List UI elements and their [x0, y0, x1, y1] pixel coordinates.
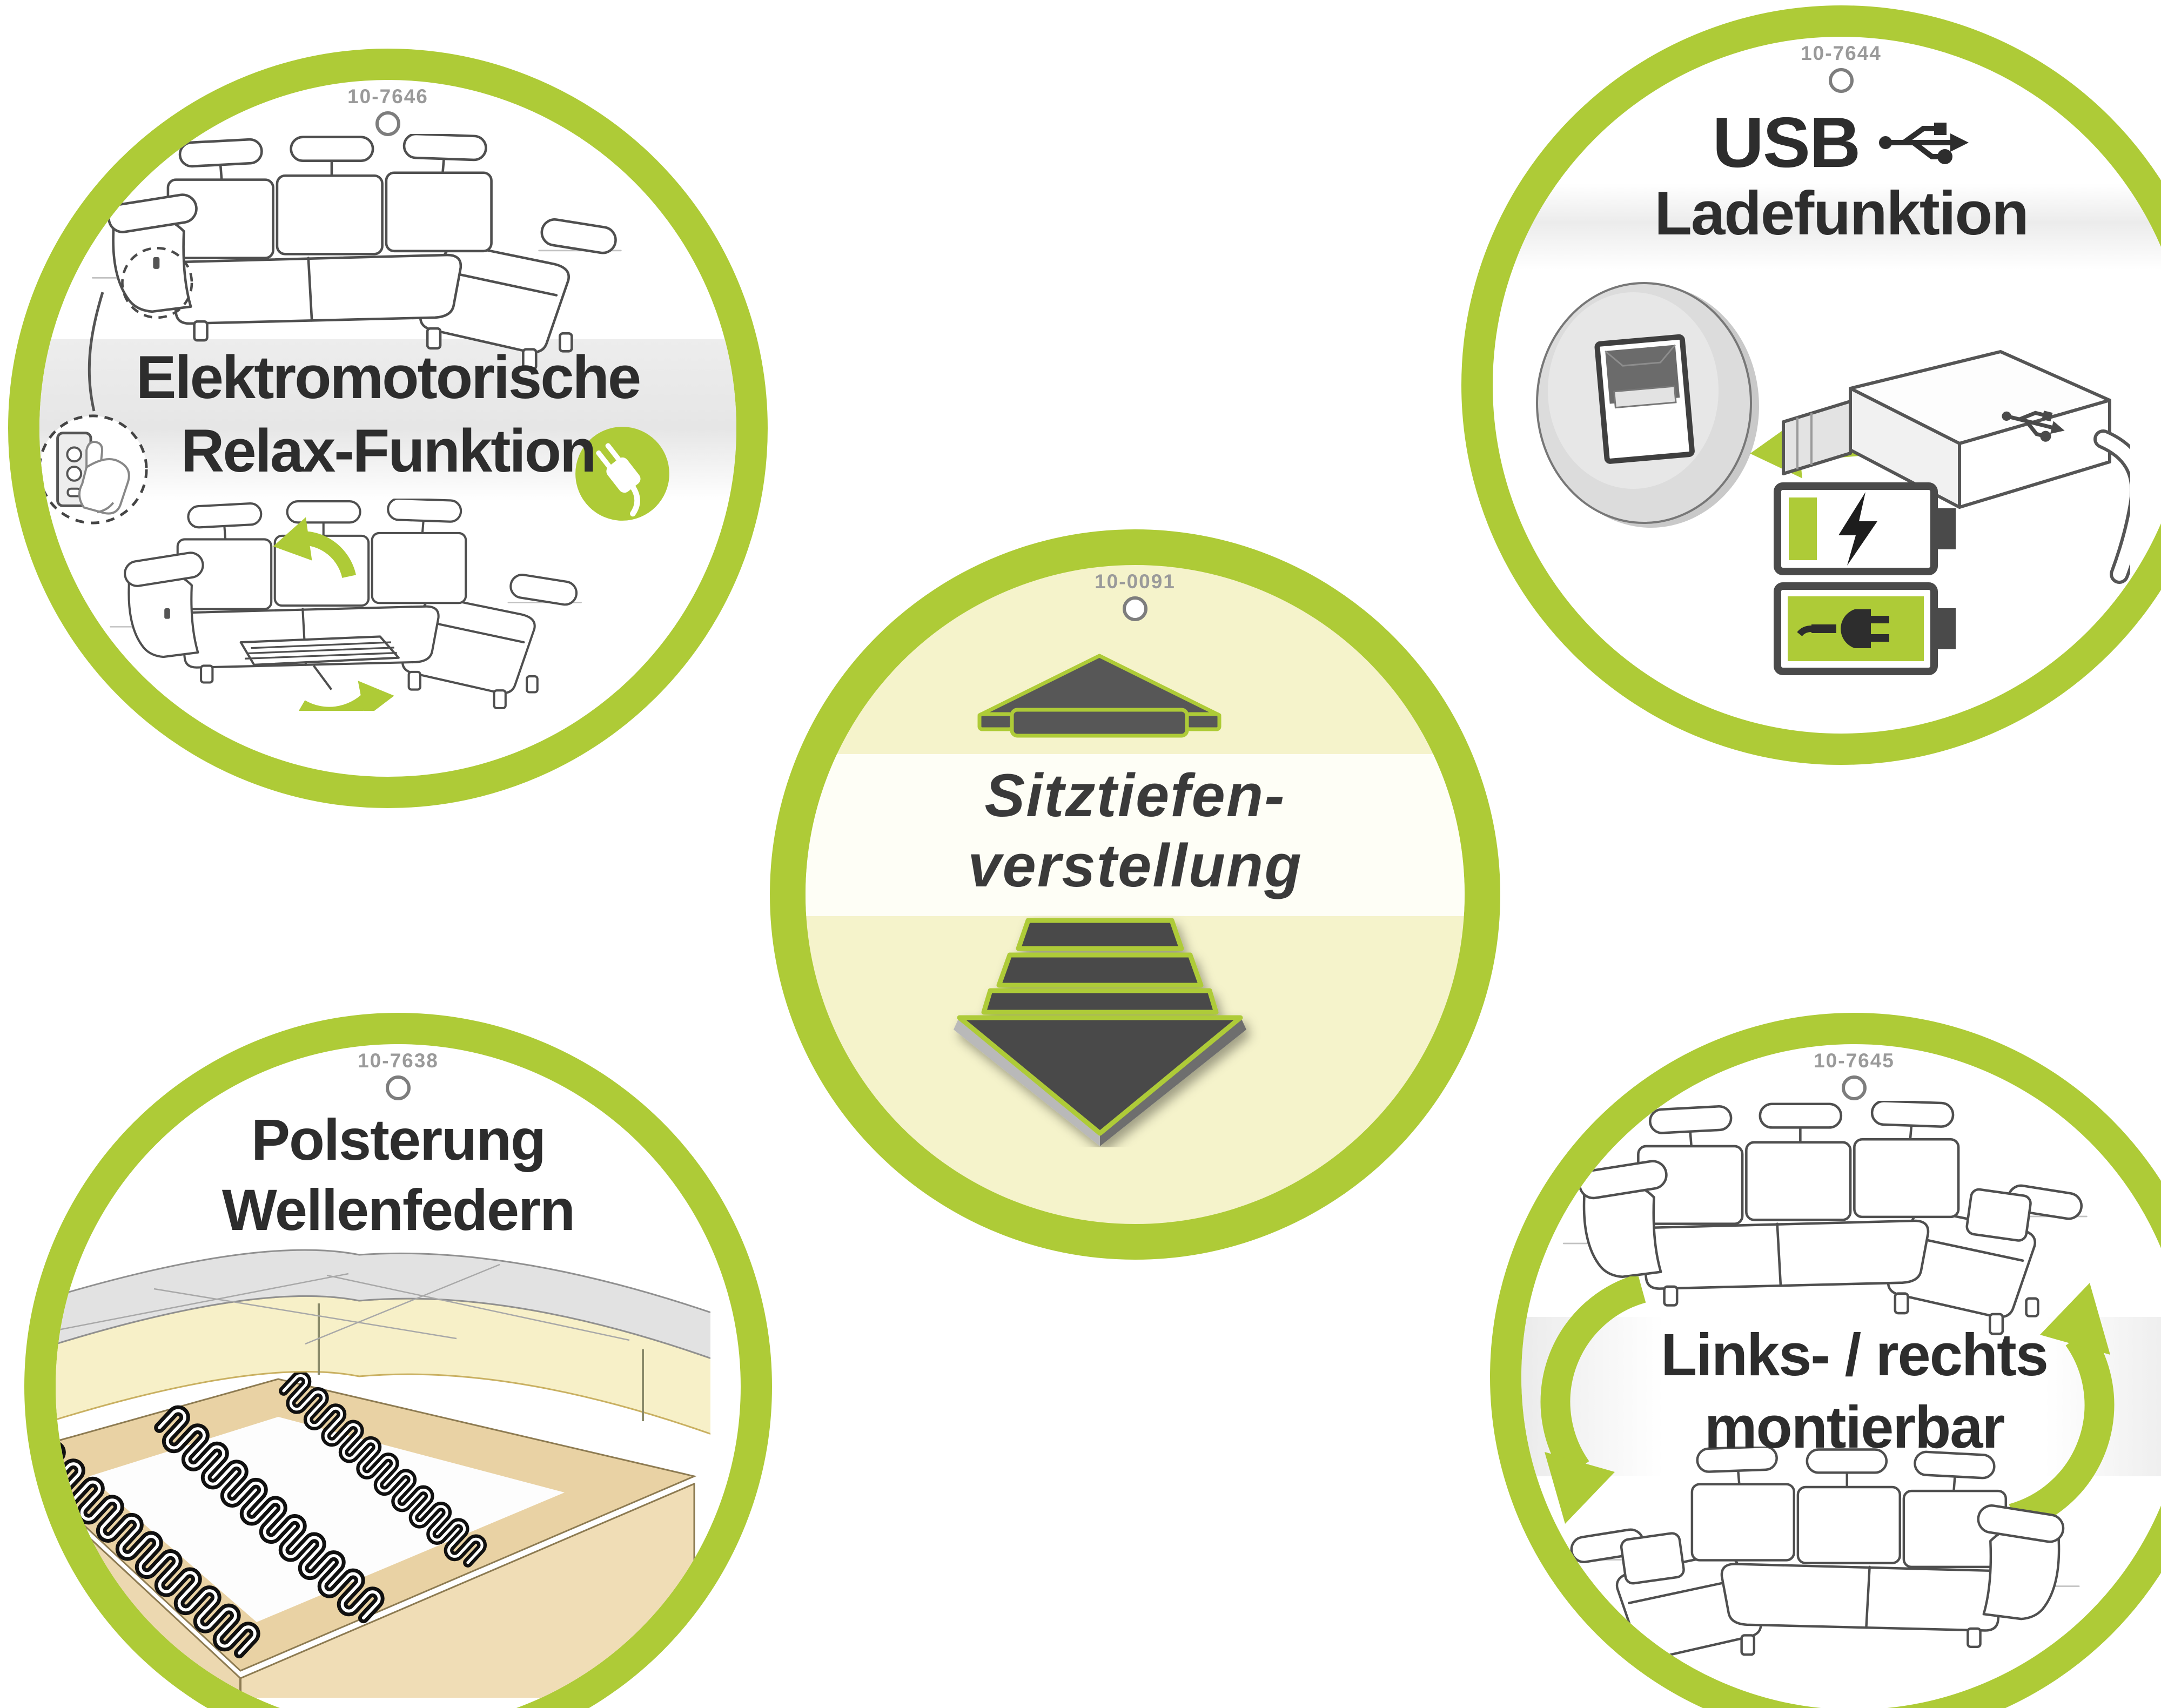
- badge-title-line1: Polsterung: [251, 1107, 546, 1172]
- badge-wave-springs: 10-7638 Polsterung Wellenfedern: [24, 1013, 772, 1708]
- sofa-recline-illustration: [102, 499, 588, 711]
- badge-title-line2: verstellung: [968, 832, 1303, 899]
- usb-trident-icon: [1878, 116, 1970, 170]
- title-band: [806, 754, 1465, 916]
- punch-hole: [375, 111, 400, 136]
- badge-title-line1: Elektromotorische: [136, 344, 641, 411]
- battery-charging-icon: [1774, 482, 1956, 575]
- badge-title-line1: USB: [1712, 103, 1861, 182]
- remote-control-icon: [39, 414, 148, 524]
- badge-id-label: 10-0091: [1095, 570, 1176, 593]
- usb-socket-illustration: [1536, 282, 1759, 528]
- punch-hole: [386, 1075, 411, 1100]
- recline-arrow-up-icon: [273, 517, 356, 579]
- badge-title-line1: Sitztiefen-: [984, 762, 1286, 829]
- seat-top-icon: [977, 654, 1222, 738]
- badge-id-label: 10-7644: [1801, 42, 1882, 64]
- badge-id-label: 10-7646: [347, 85, 428, 107]
- badge-title-line2: montierbar: [1704, 1394, 2005, 1461]
- punch-hole: [1829, 68, 1854, 93]
- connector-line: [88, 292, 104, 412]
- badge-usb-charging: 10-7644 USB Ladefunktion: [1461, 5, 2161, 765]
- badge-title-line1: Links- / rechts: [1661, 1322, 2049, 1388]
- badge-id-label: 10-7638: [358, 1050, 439, 1072]
- sofa-chaise-left-illustration: [1559, 1447, 2089, 1678]
- sofa-illustration: [83, 134, 628, 372]
- badge-left-right-mountable: 10-7645 Links- / rechts montierbar: [1490, 1013, 2161, 1708]
- rotate-arrow-right-icon: [2009, 1283, 2115, 1530]
- seat-depth-arrow-icon: [954, 918, 1246, 1146]
- badge-title-line2: Wellenfedern: [222, 1177, 575, 1242]
- badge-relax-function: 10-7646: [8, 49, 768, 808]
- spring-layers-illustration: [56, 1249, 710, 1698]
- power-plug-icon: [575, 427, 669, 521]
- rotate-arrow-left-icon: [1540, 1276, 1646, 1524]
- badge-seat-depth: 10-0091 Sitztiefen- verstellung: [770, 529, 1500, 1260]
- recline-arrow-down-icon: [298, 681, 394, 711]
- punch-hole: [1842, 1075, 1867, 1100]
- usb-plug-illustration: [1782, 350, 2130, 584]
- title-band: [1493, 184, 2161, 270]
- battery-plug-icon: [1774, 582, 1956, 675]
- badge-id-label: 10-7645: [1814, 1050, 1895, 1072]
- badge-title-line2: Relax-Funktion: [180, 417, 597, 485]
- sofa-chaise-right-illustration: [1554, 1101, 2094, 1337]
- punch-hole: [1123, 596, 1147, 621]
- badge-title-line2: Ladefunktion: [1654, 179, 2029, 248]
